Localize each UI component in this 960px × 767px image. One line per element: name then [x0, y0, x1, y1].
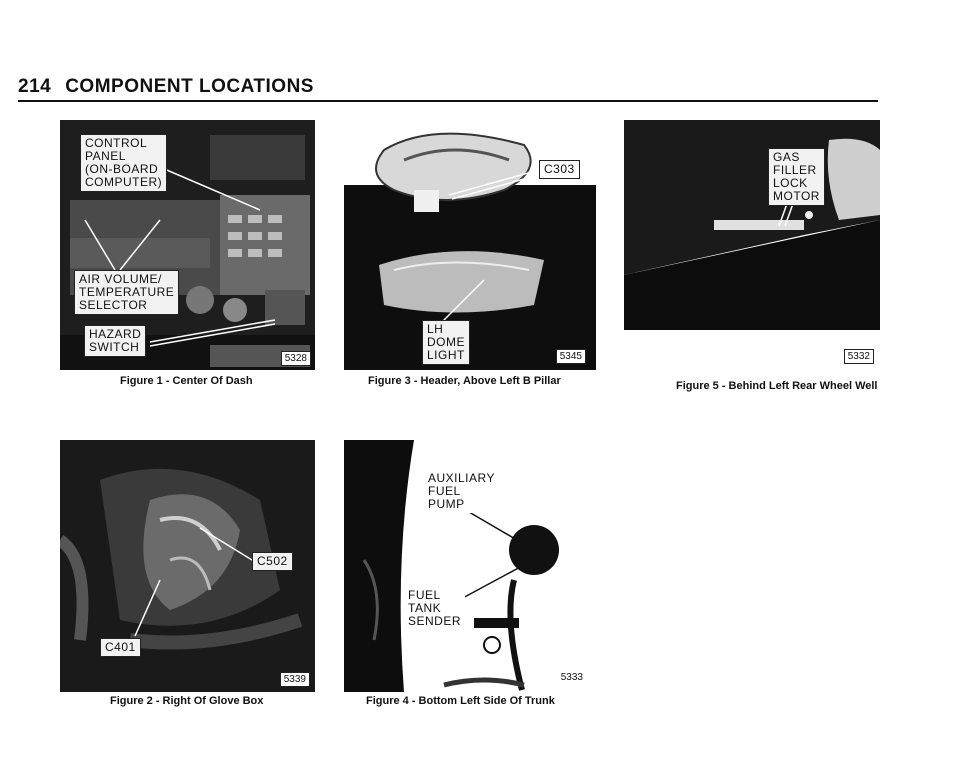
figure-3-image — [344, 120, 596, 370]
callout-air-volume-selector: AIR VOLUME/ TEMPERATURE SELECTOR — [74, 270, 180, 315]
callout-c303: C303 — [539, 160, 580, 179]
figure-5-image — [624, 120, 880, 370]
figure-2-caption: Figure 2 - Right Of Glove Box — [110, 695, 264, 707]
callout-gas-filler-lock-motor: GAS FILLER LOCK MOTOR — [768, 148, 825, 206]
photo-number: 5332 — [843, 349, 874, 364]
figure-5-photo: GAS FILLER LOCK MOTOR 5332 — [624, 120, 880, 370]
figure-4-caption: Figure 4 - Bottom Left Side Of Trunk — [366, 695, 555, 707]
figure-3-photo: C303 LH DOME LIGHT 5345 — [344, 120, 596, 370]
callout-lh-dome-light: LH DOME LIGHT — [422, 320, 470, 365]
figure-5-caption: Figure 5 - Behind Left Rear Wheel Well — [676, 380, 878, 392]
page-number: 214 — [18, 76, 52, 97]
figure-4-image — [344, 440, 596, 692]
photo-number: 5333 — [560, 672, 583, 683]
callout-c401: C401 — [100, 638, 141, 657]
figure-1-photo: CONTROL PANEL (ON-BOARD COMPUTER) AIR VO… — [60, 120, 315, 370]
figure-2-photo: C502 C401 5339 — [60, 440, 315, 692]
photo-number: 5328 — [280, 351, 311, 366]
photo-number: 5339 — [279, 672, 310, 687]
header-rule — [18, 100, 878, 102]
callout-auxiliary-fuel-pump: AUXILIARY FUEL PUMP — [424, 470, 499, 513]
callout-c502: C502 — [252, 552, 293, 571]
callout-control-panel: CONTROL PANEL (ON-BOARD COMPUTER) — [80, 134, 168, 192]
figure-1-caption: Figure 1 - Center Of Dash — [120, 375, 253, 387]
page-header: 214 COMPONENT LOCATIONS — [18, 76, 314, 98]
callout-fuel-tank-sender: FUEL TANK SENDER — [404, 587, 466, 630]
page-title: COMPONENT LOCATIONS — [65, 76, 314, 97]
photo-number: 5345 — [555, 349, 586, 364]
callout-hazard-switch: HAZARD SWITCH — [84, 325, 147, 357]
figure-4-photo: AUXILIARY FUEL PUMP FUEL TANK SENDER 533… — [344, 440, 596, 692]
figure-3-caption: Figure 3 - Header, Above Left B Pillar — [368, 375, 561, 387]
